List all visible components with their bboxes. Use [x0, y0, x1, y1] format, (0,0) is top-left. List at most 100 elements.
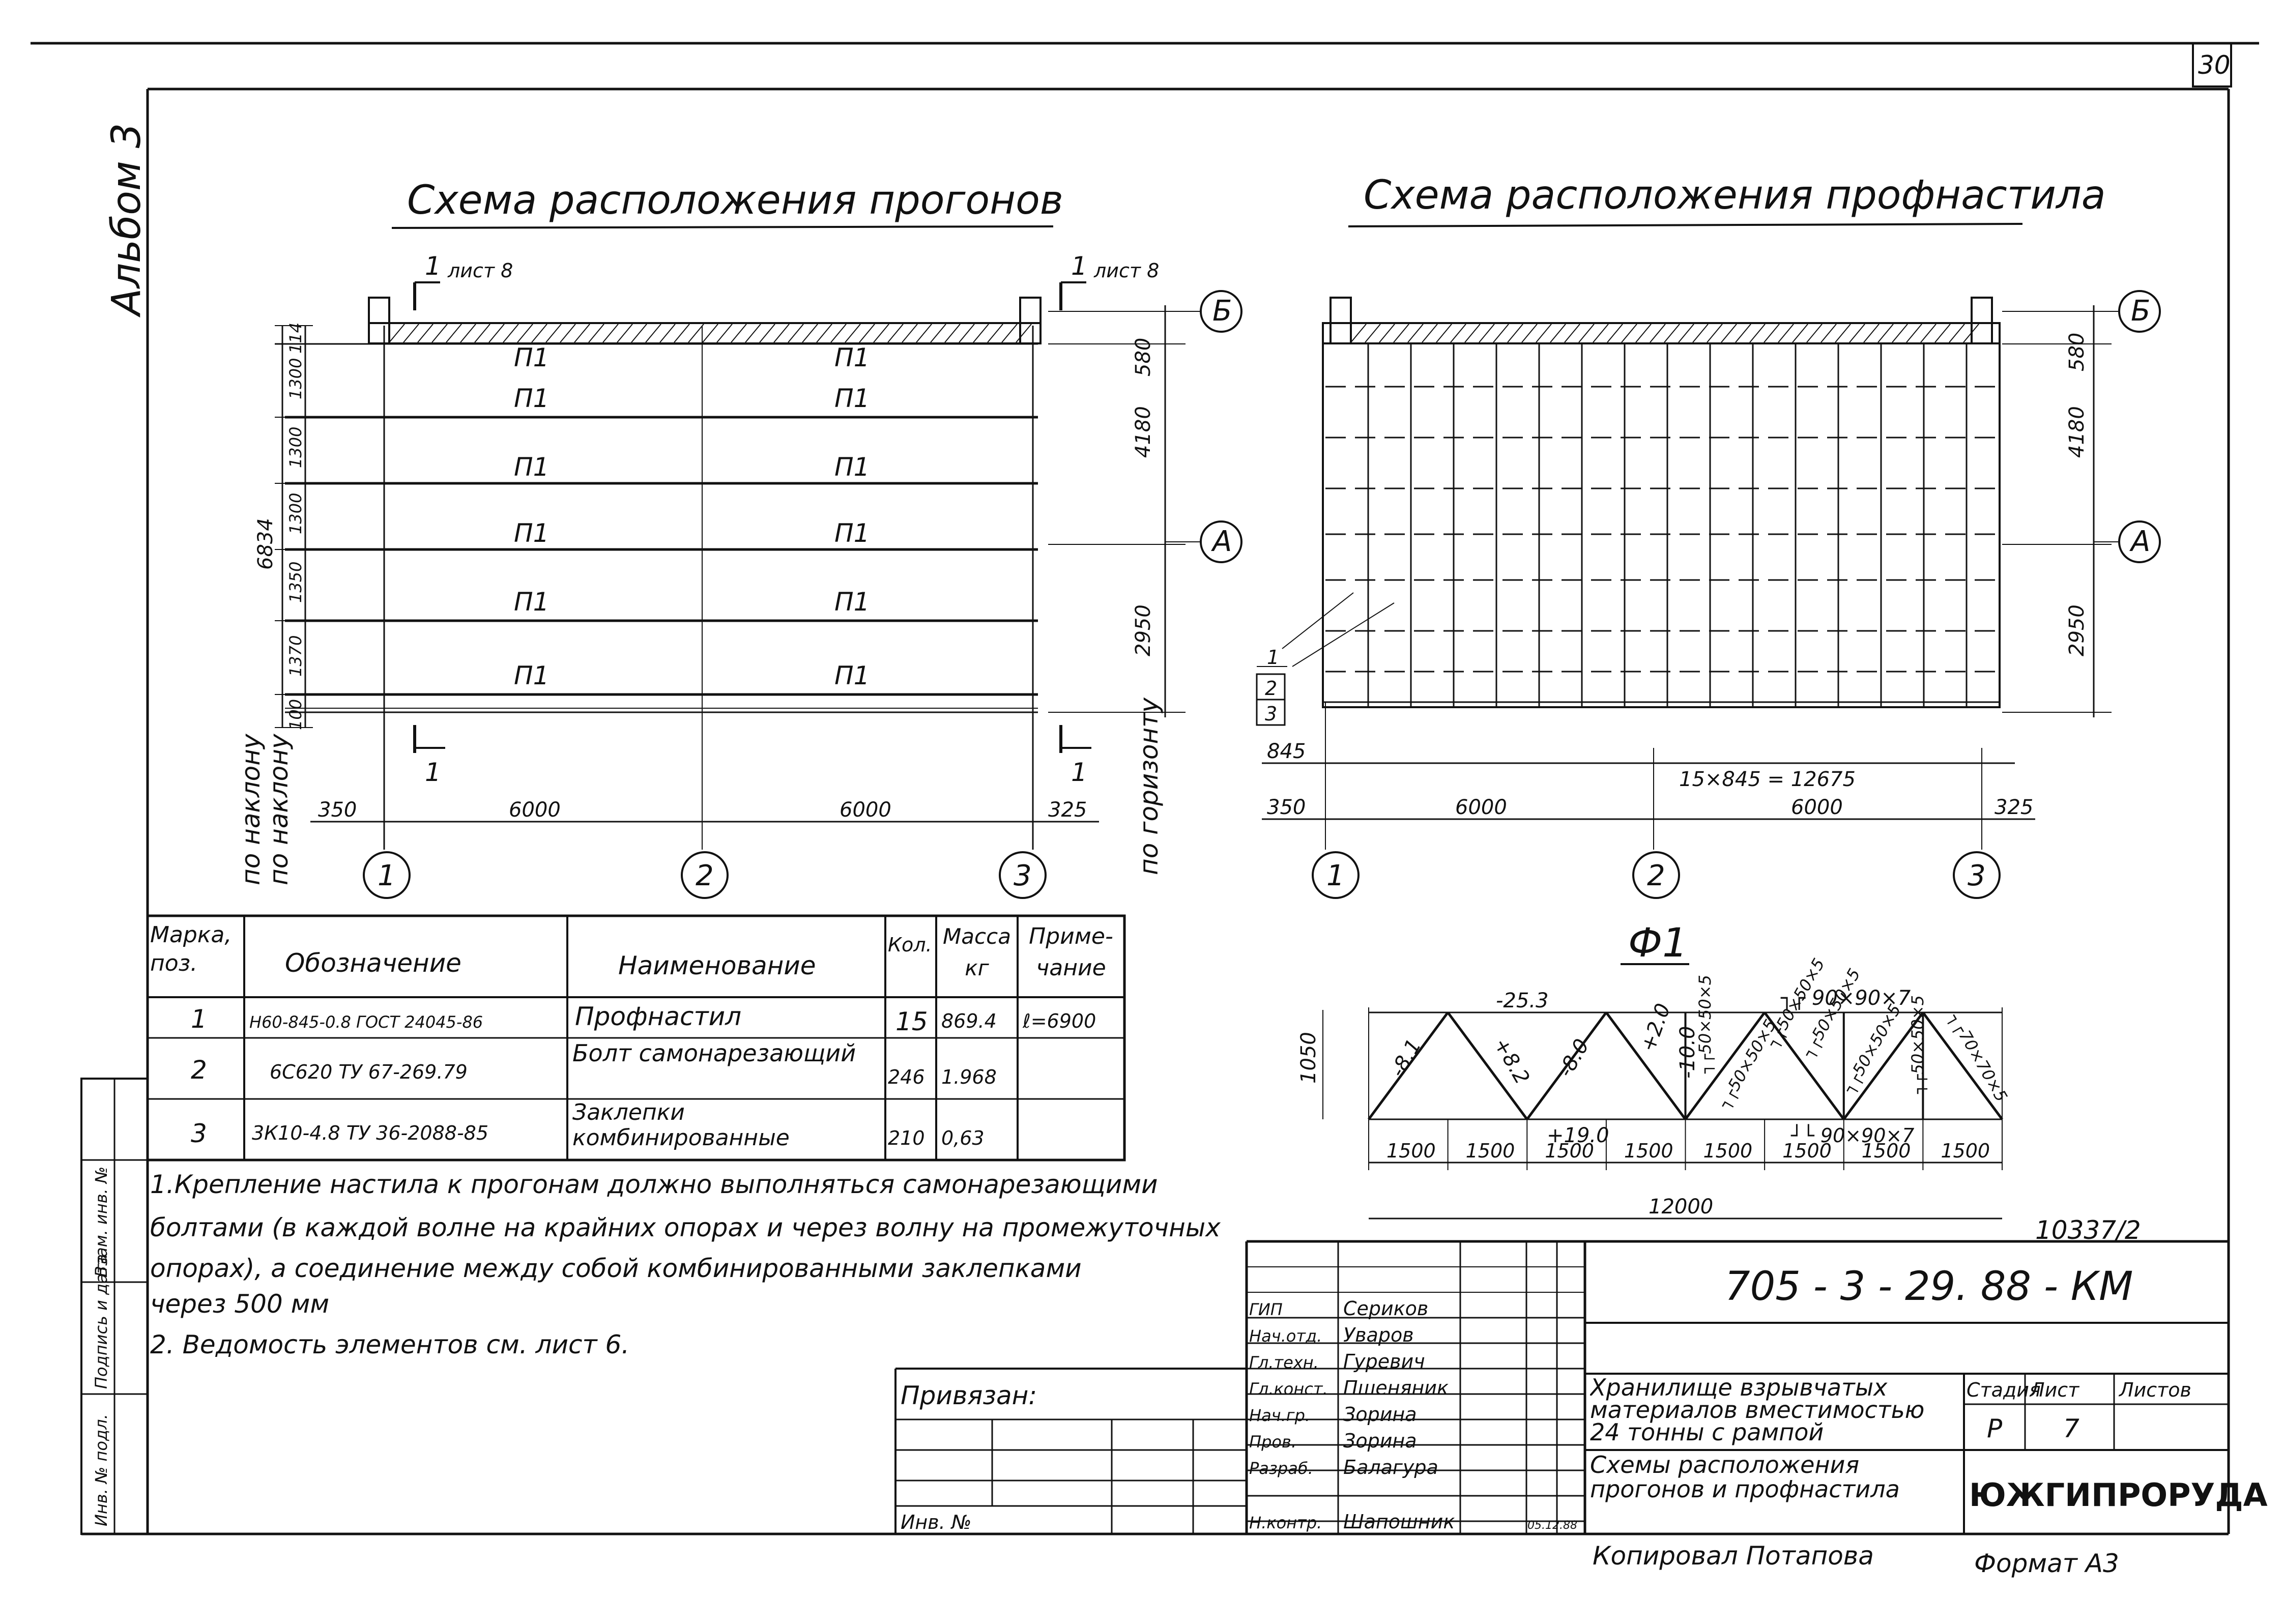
beam-hatch	[1949, 324, 1965, 343]
beam-hatch	[1379, 324, 1395, 343]
truss-web-diagonal	[1842, 1011, 1924, 1120]
truss-panel-dim: 1500	[1703, 1140, 1753, 1162]
sheet-title: Схемы расположения прогонов и профнастил…	[1590, 1453, 1900, 1503]
attached-label: Привязан:	[901, 1381, 1037, 1410]
beam-hatch	[545, 324, 562, 343]
beam-hatch	[1735, 324, 1751, 343]
beam-hatch	[1692, 324, 1709, 343]
spec-row-3-mass: 0,63	[941, 1127, 985, 1149]
stamp-name: Уваров	[1343, 1324, 1414, 1346]
spec-row-3-designation: 3К10-4.8 ТУ 36-2088-85	[252, 1122, 488, 1144]
beam-hatch	[702, 324, 718, 343]
deck-pitch-dim: 845	[1267, 740, 1306, 763]
beam-hatch	[1436, 324, 1452, 343]
purlin-axes: 1 2 3	[363, 851, 1047, 899]
beam-hatch	[1450, 324, 1466, 343]
beam-hatch	[802, 324, 818, 343]
deck-scheme: Схема расположения профнастила 580 4180 …	[1256, 172, 2161, 899]
truss-panel-dim: 1500	[1782, 1140, 1832, 1162]
beam-hatch	[1593, 324, 1609, 343]
stamp-name: Зорина	[1343, 1430, 1417, 1452]
beam-hatch	[1920, 324, 1937, 343]
truss-web-force-1: -8.1	[1386, 1035, 1426, 1081]
beam-hatch	[1792, 324, 1808, 343]
beam-hatch	[688, 324, 704, 343]
project-title: Хранилище взрывчатых материалов вместимо…	[1590, 1376, 1925, 1446]
purlin-left-dim: 1370	[286, 635, 305, 677]
beam-hatch	[617, 324, 633, 343]
truss-title: Ф1	[1628, 920, 1688, 966]
deck-axis-b: Б	[2131, 295, 2150, 328]
beam-hatch	[517, 324, 533, 343]
deck-right-dim-4180: 4180	[2065, 406, 2089, 458]
deck-right-dim-2950: 2950	[2065, 604, 2089, 656]
beam-hatch	[716, 324, 733, 343]
deck-axis-a: А	[2129, 525, 2150, 558]
truss-web-diagonal	[1526, 1011, 1607, 1120]
stamp-name: Пшеняник	[1343, 1377, 1449, 1399]
truss-panel-dim: 1500	[1624, 1140, 1673, 1162]
beam-hatch	[503, 324, 519, 343]
beam-hatch	[1550, 324, 1566, 343]
copied-by: Копировал Потапова	[1593, 1541, 1874, 1571]
beam-hatch	[431, 324, 448, 343]
purlin-section-top-left: 1 лист 8	[413, 251, 513, 310]
beam-hatch	[1635, 324, 1652, 343]
deck-callout-1: 1	[1267, 646, 1279, 669]
stage-value: Р	[1987, 1414, 2003, 1443]
purlin-label: П1	[514, 661, 549, 690]
truss-bottom-chord-force: +19.0	[1547, 1124, 1609, 1147]
truss-web-diagonal	[1684, 1011, 1766, 1120]
paper-format: Формат А3	[1974, 1549, 2119, 1578]
spec-row-1: 1 Н60-845-0.8 ГОСТ 24045-86 Профнастил 1…	[191, 1002, 1096, 1036]
purlin-bottom-dim-6000b: 6000	[840, 798, 891, 822]
spec-row-1-name: Профнастил	[575, 1002, 741, 1031]
deck-bottom-dim-325: 325	[1995, 796, 2033, 819]
beam-hatch	[460, 324, 476, 343]
spec-row-3-qty: 210	[888, 1127, 925, 1149]
deck-bottom-dims: 845 15×845 = 12675 350 6000 6000 325	[1262, 702, 2035, 850]
purlin-section-top-right: 1 лист 8	[1059, 251, 1159, 310]
purlin-bottom-dims: 350 6000 6000 325	[310, 798, 1099, 823]
purlin-right-dim-2950: 2950	[1132, 604, 1155, 656]
spec-row-3: 3 3К10-4.8 ТУ 36-2088-85 Заклепки комбин…	[191, 1100, 985, 1151]
stamp-role: Гл.техн.	[1249, 1353, 1319, 1372]
deck-axes: 1 2 3	[1312, 851, 2001, 899]
beam-hatch	[389, 324, 405, 343]
purlin-label: П1	[514, 587, 549, 617]
truss-panel-dim: 1500	[1862, 1140, 1911, 1162]
spec-row-2-qty: 246	[888, 1066, 925, 1088]
beam-hatch	[759, 324, 775, 343]
purlin-bottom-dim-350: 350	[318, 798, 357, 822]
purlin-axis-1: 1	[378, 859, 396, 892]
note-line-3: опорах), а соединение между собой комбин…	[150, 1254, 1082, 1283]
purlin-label: П1	[514, 343, 549, 372]
beam-hatch	[1906, 324, 1922, 343]
beam-hatch	[1493, 324, 1509, 343]
spec-row-2-name: Болт самонарезающий	[572, 1040, 856, 1067]
purlin-axis-a-bubble	[1200, 520, 1242, 563]
beam-hatch	[1607, 324, 1623, 343]
notes: 1.Крепление настила к прогонам должно вы…	[150, 1170, 1221, 1359]
side-stamp-replace: Взам. инв. №	[92, 1167, 111, 1277]
spec-row-2-mass: 1.968	[941, 1066, 997, 1088]
deck-callout-2: 2	[1265, 677, 1277, 700]
note-line-5: 2. Ведомость элементов см. лист 6.	[150, 1330, 629, 1359]
stamp-role: Н.контр.	[1249, 1513, 1322, 1532]
sheet-frame: 30	[31, 42, 2259, 1535]
stamp-role: Пров.	[1249, 1432, 1296, 1452]
truss-f1: Ф1 1050 -25.3 ┐┌ 90×90×7 +19.0 ┘└ 90×90×…	[1297, 920, 2011, 1220]
purlin-scheme: Схема расположения прогонов 1 лист 8 1 л…	[236, 178, 1242, 899]
beam-hatch	[1564, 324, 1580, 343]
beam-hatch	[1664, 324, 1680, 343]
beam-hatch	[403, 324, 419, 343]
beam-hatch	[1350, 324, 1367, 343]
inv-label: Инв. №	[901, 1511, 971, 1533]
beam-hatch	[674, 324, 690, 343]
purlin-label: П1	[514, 452, 549, 482]
purlin-label: П1	[514, 384, 549, 413]
purlin-label: П1	[834, 518, 870, 548]
